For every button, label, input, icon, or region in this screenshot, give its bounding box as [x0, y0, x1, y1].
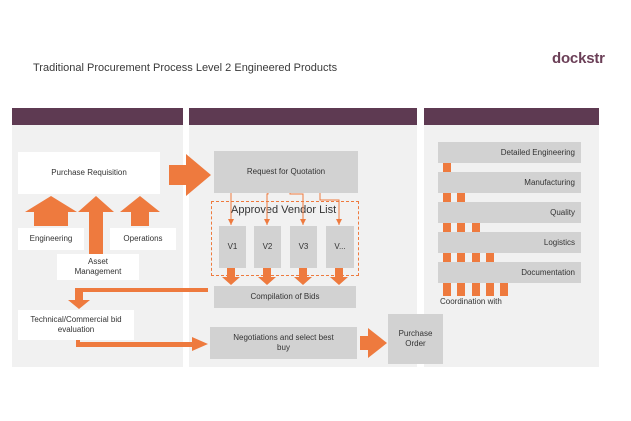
vendor-box-v3: V3: [290, 226, 317, 268]
purchase-order-box: Purchase Order: [388, 314, 443, 364]
purchase-requisition-box: Purchase Requisition: [18, 152, 160, 194]
middle-header-bar: [189, 108, 417, 125]
dockstr-logo: dockstr: [552, 50, 605, 67]
asset-management-box: Asset Management: [57, 254, 139, 280]
to-po-arrow: [360, 328, 387, 358]
engineering-box: Engineering: [18, 228, 84, 250]
right-header-bar: [424, 108, 599, 125]
compilation-of-bids-box: Compilation of Bids: [214, 286, 356, 308]
engineering-up-arrow: [25, 196, 77, 226]
approved-vendor-list-frame: [211, 201, 359, 276]
request-for-quotation-box: Request for Quotation: [214, 151, 358, 193]
left-header-bar: [12, 108, 183, 125]
documentation-box: Documentation: [438, 262, 581, 283]
asset-up-arrow: [78, 196, 114, 256]
vendor-box-other: V...: [326, 226, 354, 268]
manufacturing-box: Manufacturing: [438, 172, 581, 193]
negotiations-box: Negotiations and select best buy: [210, 327, 357, 359]
coordination-with-label: Coordination with: [440, 297, 502, 306]
technical-commercial-evaluation-box: Technical/Commercial bid evaluation: [18, 310, 134, 340]
to-evaluation-arrow: [68, 288, 208, 309]
logistics-box: Logistics: [438, 232, 581, 253]
to-rfq-arrow: [169, 154, 211, 196]
vendor-box-v1: V1: [219, 226, 246, 268]
detailed-engineering-box: Detailed Engineering: [438, 142, 581, 163]
to-negotiations-arrow: [76, 334, 208, 351]
quality-box: Quality: [438, 202, 581, 223]
page-title: Traditional Procurement Process Level 2 …: [33, 62, 338, 74]
approved-vendor-list-label: Approved Vendor List: [229, 204, 339, 216]
operations-up-arrow: [120, 196, 160, 226]
vendor-box-v2: V2: [254, 226, 281, 268]
operations-box: Operations: [110, 228, 176, 250]
